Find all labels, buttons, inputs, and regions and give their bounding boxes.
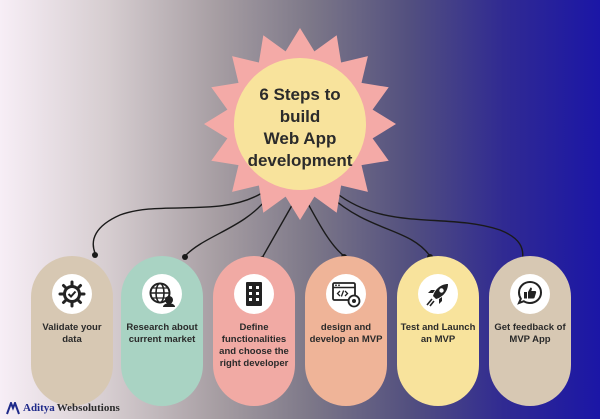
step-icon-circle — [510, 274, 550, 314]
step-label: Test and Launch an MVP — [400, 322, 476, 345]
step-card-validate: Validate your data — [31, 256, 113, 406]
step-card-test: Test and Launch an MVP — [397, 256, 479, 406]
step-label: Research about current market — [126, 322, 198, 345]
step-label: Get feedback of MVP App — [494, 322, 566, 345]
step-icon-circle — [234, 274, 274, 314]
connector-line-4 — [305, 199, 345, 257]
rocket-icon — [426, 284, 448, 307]
title-line-3: Web App — [263, 129, 337, 148]
connector-line-1 — [92, 192, 263, 254]
step-label: Define functionalities and choose the ri… — [219, 322, 289, 369]
step-card-define: Define functionalities and choose the ri… — [213, 256, 295, 406]
step-icon-circle — [418, 274, 458, 314]
connector-line-2 — [184, 196, 269, 257]
title-line-2: build — [279, 107, 321, 126]
connector-dot-1 — [92, 252, 98, 258]
step-icon-circle — [326, 274, 366, 314]
title: 6 Steps to build Web App development — [240, 84, 360, 172]
browser-code-icon — [332, 282, 361, 308]
globe-network-icon — [149, 282, 175, 307]
step-label: design and develop an MVP — [309, 322, 383, 345]
aw-logo-icon — [6, 401, 20, 414]
connector-line-6 — [334, 191, 524, 263]
step-card-research: Research about current market — [121, 256, 203, 406]
brand-name-part2: Websolutions — [56, 402, 120, 414]
gear-check-icon — [58, 280, 86, 308]
title-line-1: 6 Steps to — [259, 85, 341, 104]
step-label: Validate your data — [42, 322, 102, 345]
title-line-4: development — [247, 151, 353, 170]
step-card-feedback: Get feedback of MVP App — [489, 256, 571, 406]
title-circle — [234, 58, 366, 190]
building-icon — [246, 282, 262, 306]
brand-name-part1: Aditya — [23, 402, 55, 414]
connector-line-3 — [261, 199, 296, 259]
thumbs-up-chat-icon — [517, 280, 543, 305]
step-card-design: design and develop an MVP — [305, 256, 387, 406]
connector-line-5 — [329, 195, 431, 257]
connector-dot-2 — [182, 254, 188, 260]
brand-footer: Aditya Websolutions — [6, 401, 120, 415]
step-icon-circle — [142, 274, 182, 314]
step-icon-circle — [52, 274, 92, 314]
